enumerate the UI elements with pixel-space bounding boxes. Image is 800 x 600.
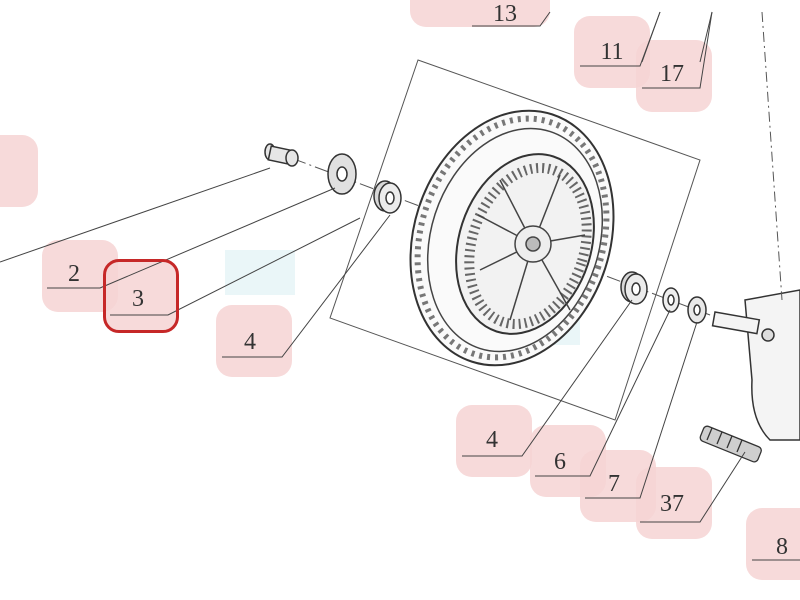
callout-bg-8: [746, 508, 800, 580]
washer-7: [687, 296, 707, 324]
pin: [699, 425, 762, 463]
leader-4a: [222, 214, 391, 358]
washer-6: [662, 287, 680, 313]
watermark-block-left: [225, 250, 295, 295]
leader-4b: [462, 299, 633, 457]
leader-7: [585, 321, 698, 499]
leader-37: [640, 451, 746, 523]
washer: [327, 153, 357, 195]
callout-label-17: 17: [660, 61, 684, 87]
callout-bg-37: [636, 467, 712, 539]
callout-label-4a: 4: [244, 329, 256, 355]
callout-label-11: 11: [600, 39, 624, 65]
leader-11: [580, 11, 661, 67]
callout-bg-17: [636, 40, 712, 112]
bearing-right: [620, 271, 648, 305]
callout-label-37: 37: [660, 491, 684, 517]
callout-label-4b: 4: [486, 427, 498, 453]
frame-edge-right: [761, 11, 783, 301]
callout-label-13: 13: [493, 1, 517, 27]
callout-label-3: 3: [132, 286, 144, 312]
leader-17: [642, 11, 713, 89]
leader-2: [47, 187, 336, 289]
callout-label-2: 2: [68, 261, 80, 287]
leader-13: [472, 11, 551, 27]
wheel-frame: [329, 59, 701, 421]
leader-3: [110, 217, 361, 316]
callout-bg-partial-left: [0, 135, 38, 207]
axle-bolt: [264, 143, 299, 167]
callout-label-7: 7: [608, 471, 620, 497]
callout-bg-4a: [216, 305, 292, 377]
callout-label-8: 8: [776, 534, 788, 560]
leader-17-top: [699, 11, 713, 63]
wheel-tire: [409, 109, 615, 367]
mount-bracket: [711, 289, 800, 441]
callout-label-6: 6: [554, 449, 566, 475]
selected-part-highlight[interactable]: [103, 259, 179, 333]
leader-left-edge: [0, 167, 271, 263]
leader-6: [535, 309, 671, 477]
callout-bg-13: [410, 0, 550, 27]
bearing-left: [373, 180, 402, 214]
wheel-hub: [477, 174, 586, 321]
callout-bg-4b: [456, 405, 532, 477]
